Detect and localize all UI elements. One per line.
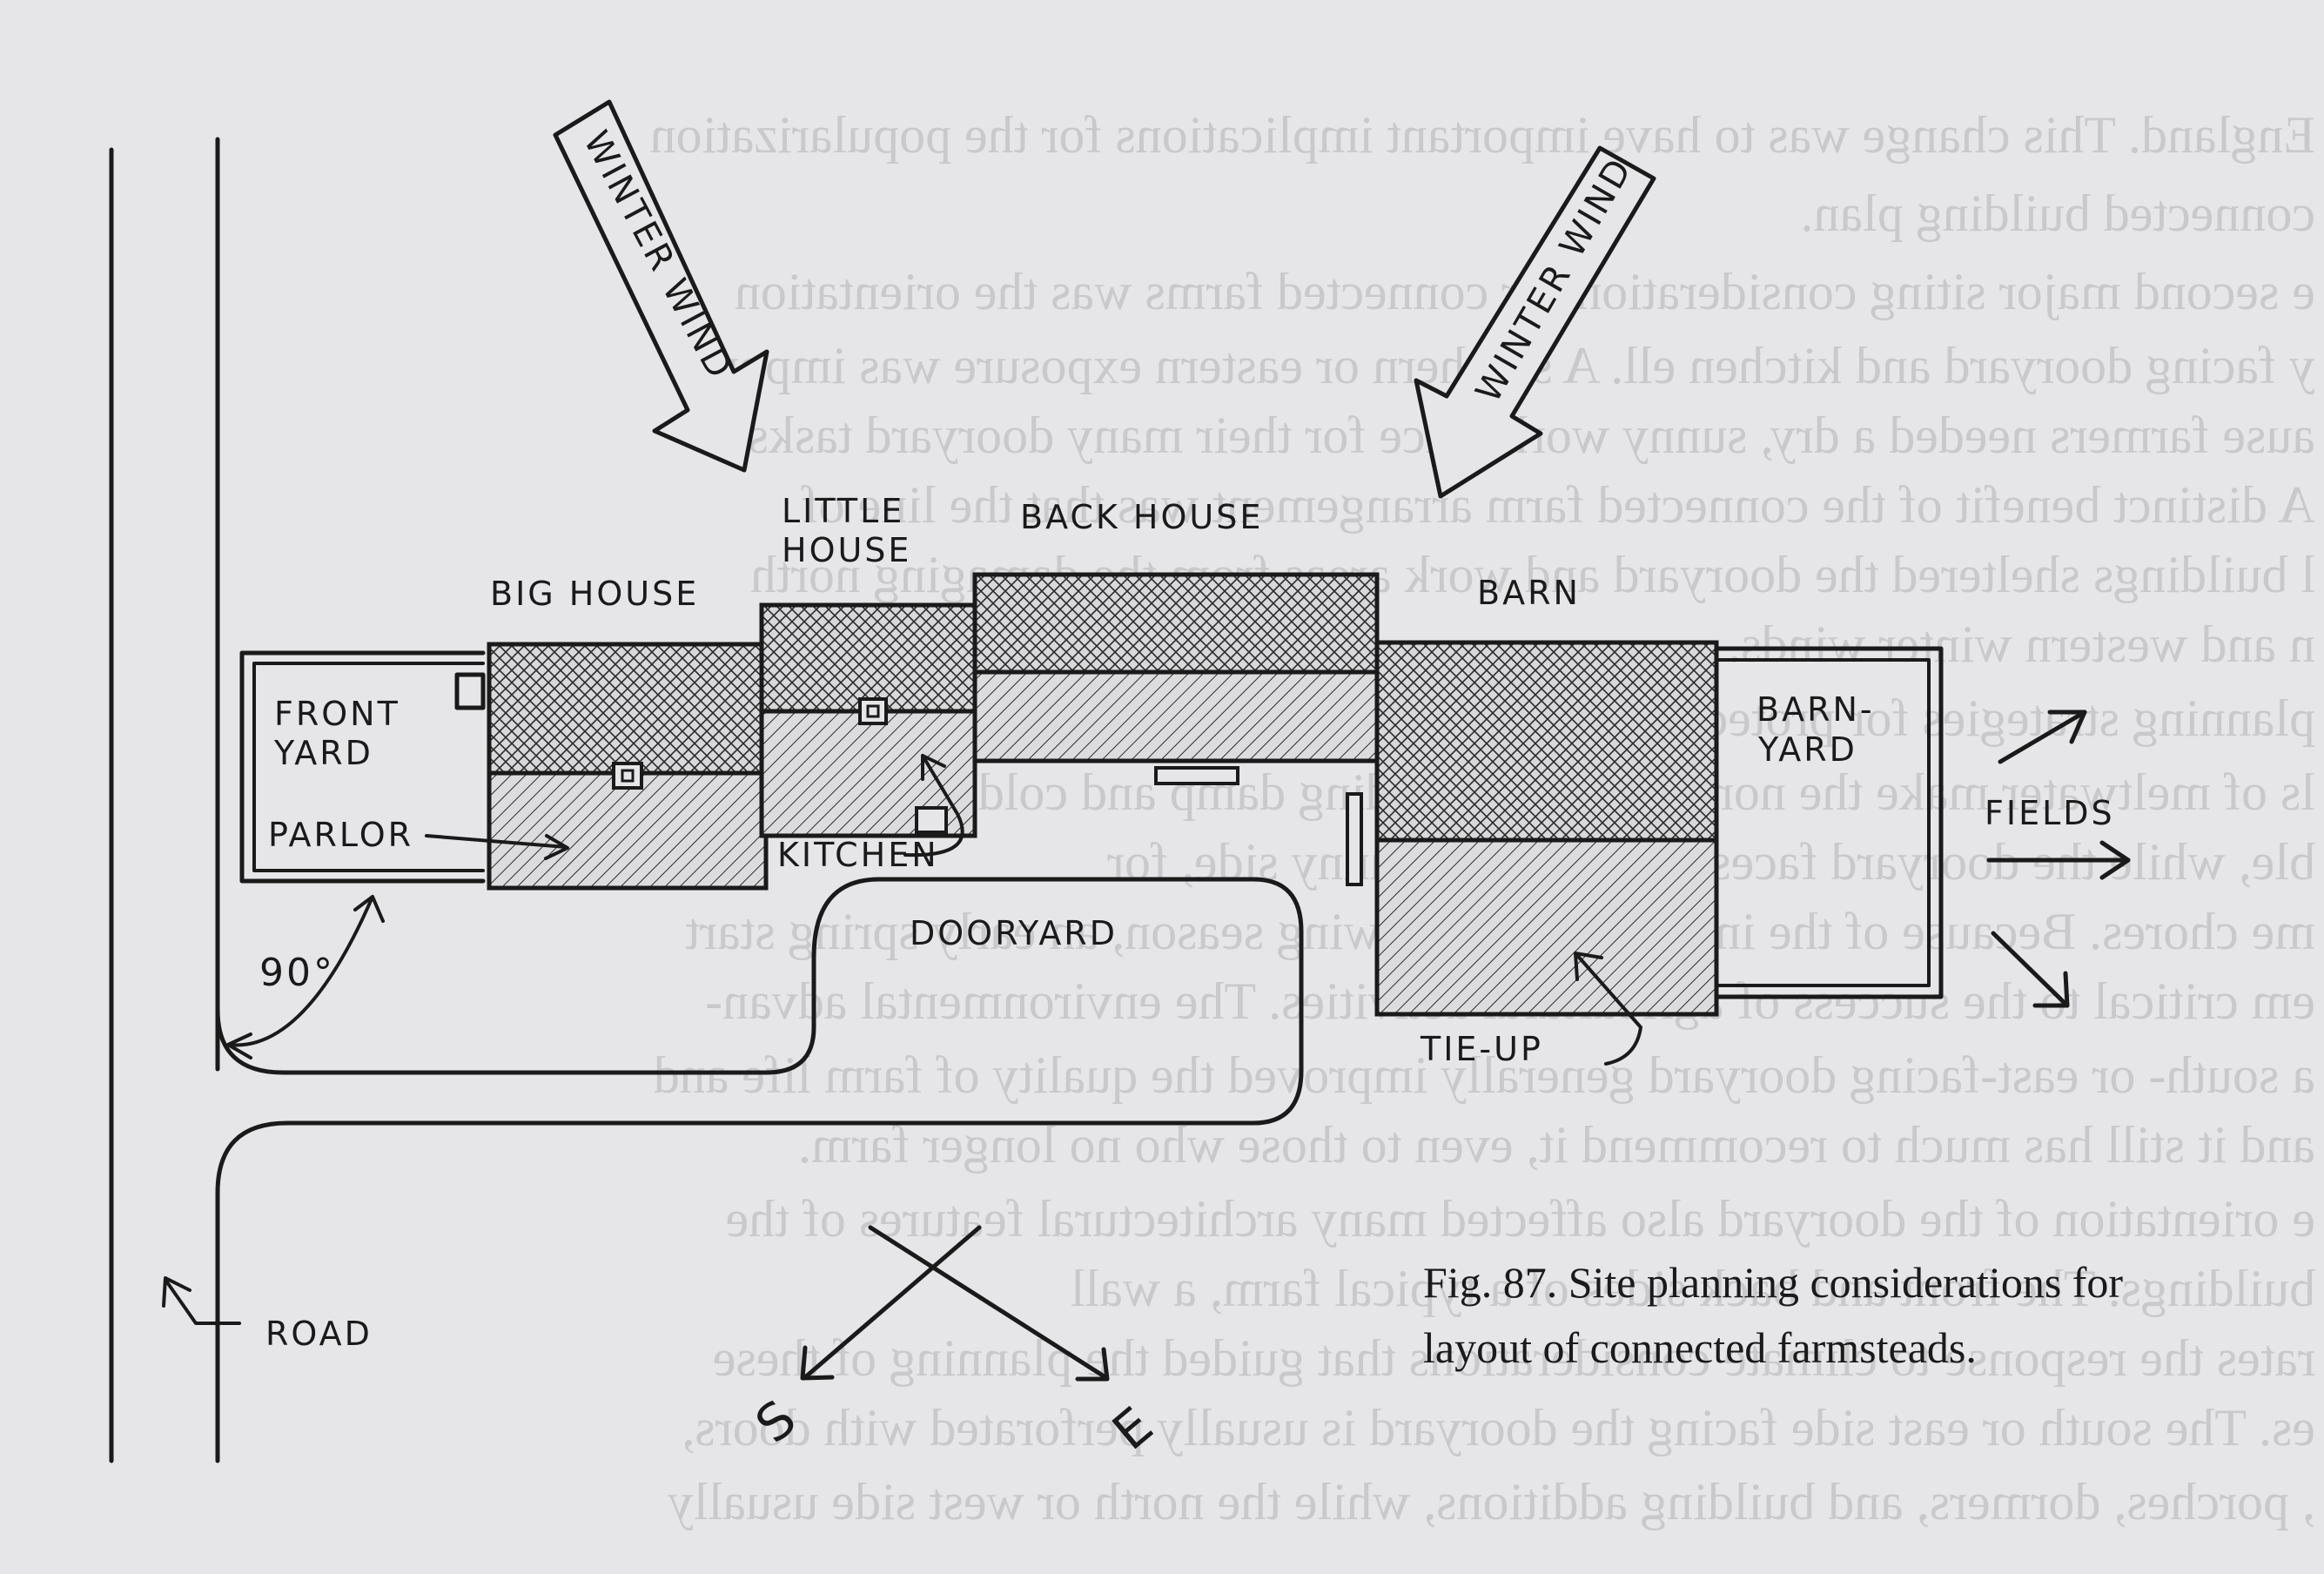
- right-angle-indicator: [226, 895, 385, 1059]
- bleed-line: e orientation of the dooryard also affec…: [726, 1190, 2315, 1248]
- parlor-label: PARLOR: [268, 816, 413, 854]
- bleed-line: buildings. The front and back sides of a…: [1071, 1260, 2315, 1317]
- figure-caption: layout of connected farmsteads.: [1423, 1323, 1977, 1372]
- bleed-line: a south- or east-facing dooryard general…: [654, 1046, 2315, 1104]
- front-yard-label: FRONT: [274, 695, 400, 733]
- chimney-icon: [858, 697, 888, 725]
- bleed-line: connected building plan.: [1800, 185, 2315, 242]
- front-yard-label: YARD: [273, 734, 373, 772]
- back-house-label: BACK HOUSE: [1020, 498, 1263, 536]
- little-house-label: LITTLE: [782, 492, 904, 530]
- barnyard-label: BARN-: [1756, 690, 1875, 729]
- kitchen-label: KITCHEN: [777, 836, 939, 874]
- barn: [1346, 640, 1719, 1017]
- bleed-line: and it still has much to recommend it, e…: [798, 1116, 2315, 1174]
- big-house-label: BIG HOUSE: [490, 575, 699, 613]
- barn-label: BARN: [1477, 574, 1581, 612]
- barnyard-label: YARD: [1757, 730, 1857, 769]
- dooryard-label: DOORYARD: [910, 914, 1118, 952]
- fields-label: FIELDS: [1985, 794, 2115, 832]
- road-label: ROAD: [265, 1315, 373, 1353]
- fields-arrows: [1986, 710, 2131, 1008]
- bleed-line: England. This change was to have importa…: [650, 106, 2315, 164]
- barnyard: [1714, 646, 1944, 999]
- bleed-line: , porches, dormers, and building additio…: [668, 1473, 2315, 1530]
- big-house: [487, 642, 769, 891]
- back-house: [972, 572, 1380, 785]
- pointer-arrows: [162, 754, 1642, 1325]
- tie-up-label: TIE-UP: [1420, 1030, 1543, 1068]
- figure-caption: Fig. 87. Site planning considerations fo…: [1423, 1258, 2123, 1307]
- front-yard: [239, 650, 486, 884]
- little-house-label: HOUSE: [782, 531, 911, 569]
- bleed-line: n and western winter winds.: [1728, 615, 2315, 673]
- road: [109, 137, 1304, 1463]
- bleed-line: rates the response to climate considerat…: [713, 1329, 2315, 1387]
- bleed-line: A distinct benefit of the connected farm…: [802, 476, 2315, 534]
- bleed-line: es. The south or east side facing the do…: [682, 1399, 2315, 1456]
- angle-label: 90°: [259, 951, 335, 995]
- little-house: [759, 602, 977, 838]
- chimney-icon: [612, 762, 643, 790]
